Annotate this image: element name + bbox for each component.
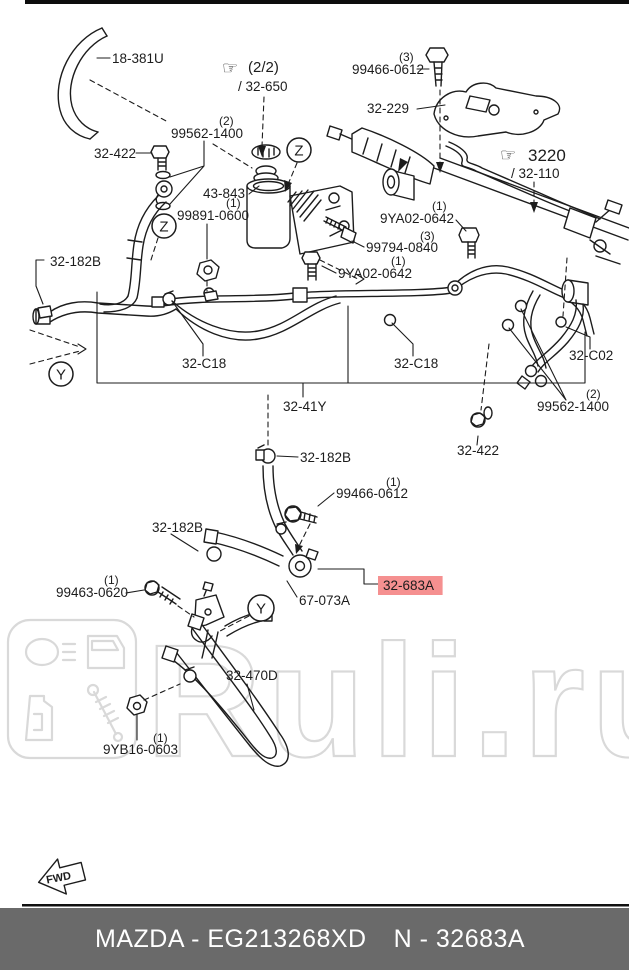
part-label-9YA02-0642[interactable]: 9YA02-0642 (338, 266, 412, 281)
part-label-99891-0600[interactable]: 99891-0600 (177, 208, 249, 223)
watermark-logo (6, 618, 138, 760)
part-label-32-422[interactable]: 32-422 (457, 443, 499, 458)
clamp-32-182b-lower (206, 546, 222, 562)
highlighted-part-box[interactable] (378, 576, 443, 595)
car-door-icon (86, 634, 126, 670)
watermark-text: Ruli.ru (146, 611, 629, 790)
bolt-9ya02-0642-upper (458, 227, 480, 259)
part-labels: 18-381U☞(2/2)/ 32-650(3)99466-061232-229… (50, 50, 613, 757)
part-label-99463-0620[interactable]: 99463-0620 (56, 585, 128, 600)
hand-pointer-icon: ☞ (222, 58, 238, 78)
drive-belt (57, 27, 108, 140)
center-hose-assembly-32-683a (203, 444, 319, 578)
fwd-direction-arrow: FWD (37, 858, 87, 895)
bolt-99466-0612-top (425, 47, 449, 87)
diagram-ref-3220[interactable]: 3220 (528, 146, 566, 165)
part-label-32-470D[interactable]: 32-470D (226, 668, 278, 683)
pressure-hoses (32, 195, 453, 341)
fwd-label: FWD (45, 870, 72, 887)
diagram-ref-32-110[interactable]: / 32-110 (511, 166, 560, 181)
part-label-32-422[interactable]: 32-422 (94, 146, 136, 161)
leader-lines (35, 57, 591, 741)
o-ring (501, 318, 515, 332)
part-number-code: N - 32683A (393, 924, 526, 953)
steering-rack (326, 125, 629, 265)
part-label-99466-0612[interactable]: 99466-0612 (352, 62, 424, 77)
part-label-99562-1400[interactable]: 99562-1400 (171, 126, 243, 141)
part-label-9YB16-0603[interactable]: 9YB16-0603 (103, 742, 178, 757)
part-label-9YA02-0642[interactable]: 9YA02-0642 (380, 211, 454, 226)
part-label-32-C18[interactable]: 32-C18 (182, 356, 226, 371)
shock-absorber-icon (86, 683, 124, 743)
quantity-badge: (3) (420, 229, 435, 243)
quantity-badge: (1) (104, 573, 119, 587)
ref-circle-Y (48, 361, 74, 387)
part-label-99562-1400[interactable]: 99562-1400 (537, 399, 609, 414)
part-label-18-381U[interactable]: 18-381U (112, 51, 164, 66)
o-ring (514, 299, 528, 313)
quantity-badge: (2) (219, 114, 234, 128)
quantity-badge: (3) (399, 50, 414, 64)
part-label-32-C18[interactable]: 32-C18 (394, 356, 438, 371)
part-label-32-229[interactable]: 32-229 (367, 101, 409, 116)
part-label-67-073A[interactable]: 67-073A (299, 593, 350, 608)
headlight-icon (24, 637, 60, 667)
part-label-32-41Y[interactable]: 32-41Y (283, 399, 327, 414)
oil-can-icon (24, 694, 54, 742)
part-label-32-C02[interactable]: 32-C02 (569, 348, 613, 363)
circled-reference-letters: Z Z Y Y (48, 137, 312, 622)
quantity-badge: (1) (386, 475, 401, 489)
part-label-43-843[interactable]: 43-843 (203, 186, 245, 201)
bolt-9ya02-0642-lower (301, 251, 321, 281)
part-label-99794-0840[interactable]: 99794-0840 (366, 240, 438, 255)
ref-circle-Z (286, 137, 312, 163)
pump-reservoir-assembly (246, 144, 355, 255)
hand-pointer-icon: ☞ (500, 145, 516, 165)
clamp-32-c02 (555, 316, 567, 328)
footer-bar: MAZDA - EG213268XD N - 32683A (0, 908, 629, 970)
part-label-32-182B[interactable]: 32-182B (300, 450, 351, 465)
ref-letter-Z: Z (294, 143, 303, 160)
footer-divider-line (22, 904, 629, 907)
part-label-32-182B[interactable]: 32-182B (152, 520, 203, 535)
part-label-99466-0612[interactable]: 99466-0612 (336, 486, 408, 501)
quantity-badge: (1) (226, 196, 241, 210)
return-hose-right-cluster (383, 265, 595, 390)
pipe-group-outline-32-41y (96, 291, 586, 398)
diagram-ref-22[interactable]: (2/2) (248, 59, 279, 76)
diagram-ref-32-650[interactable]: / 32-650 (238, 79, 288, 94)
quantity-badge: (2) (586, 387, 601, 401)
nut-9yb16-0603 (126, 694, 148, 716)
bolt-99466-0612-mid (284, 505, 318, 524)
quantity-badge: (1) (153, 731, 168, 745)
top-edge-line (25, 0, 629, 4)
quantity-badge: (1) (391, 254, 406, 268)
bolt-32-422-top (150, 145, 173, 211)
mount-bracket-32-229 (433, 82, 561, 138)
ref-letter-Y: Y (56, 367, 66, 384)
bolt-99463-0620 (144, 580, 181, 605)
ref-circle-Y (247, 594, 275, 622)
catalog-code: MAZDA - EG213268XD (95, 924, 367, 953)
ref-letter-Z: Z (159, 219, 168, 236)
part-label-32-683A[interactable]: 32-683A (383, 578, 434, 593)
ref-letter-Y: Y (256, 601, 266, 618)
bolt-32-422-bottom (470, 406, 493, 428)
dashed-reference-lines (29, 79, 568, 701)
ref-circle-Z (151, 213, 177, 239)
part-label-32-182B[interactable]: 32-182B (50, 254, 101, 269)
quantity-badge: (1) (432, 199, 447, 213)
parts-diagram-canvas: Ruli.ru (6, 0, 629, 907)
bolt-99794-0840 (323, 216, 357, 244)
clamp-32-c18-right (383, 313, 397, 327)
